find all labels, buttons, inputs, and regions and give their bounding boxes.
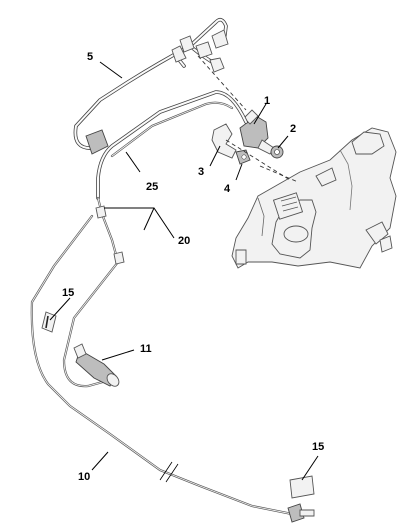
seal-right	[289, 475, 315, 499]
callout-15-right: 15	[312, 441, 324, 453]
callout-4: 4	[224, 183, 231, 195]
leader-lines	[49, 61, 319, 481]
callout-3: 3	[198, 166, 204, 178]
rear-washer-harness	[96, 90, 248, 200]
washer-nozzle	[73, 343, 120, 387]
callout-25: 25	[146, 181, 158, 193]
washer-hose	[62, 196, 125, 388]
hose-clip	[211, 123, 237, 159]
callout-2: 2	[290, 123, 296, 135]
callout-5: 5	[87, 51, 93, 63]
washer-reservoir	[231, 127, 397, 269]
callout-1: 1	[264, 95, 270, 107]
callout-15-left: 15	[62, 287, 74, 299]
pump-grommet	[270, 145, 284, 159]
washer-pump	[239, 109, 275, 155]
callout-10: 10	[78, 471, 90, 483]
hose-connector	[235, 149, 251, 165]
callout-20: 20	[178, 235, 190, 247]
hose-end-fitting	[287, 503, 315, 523]
wiring-harness	[73, 17, 229, 155]
main-washer-hose	[30, 214, 294, 516]
callout-11: 11	[140, 343, 152, 355]
